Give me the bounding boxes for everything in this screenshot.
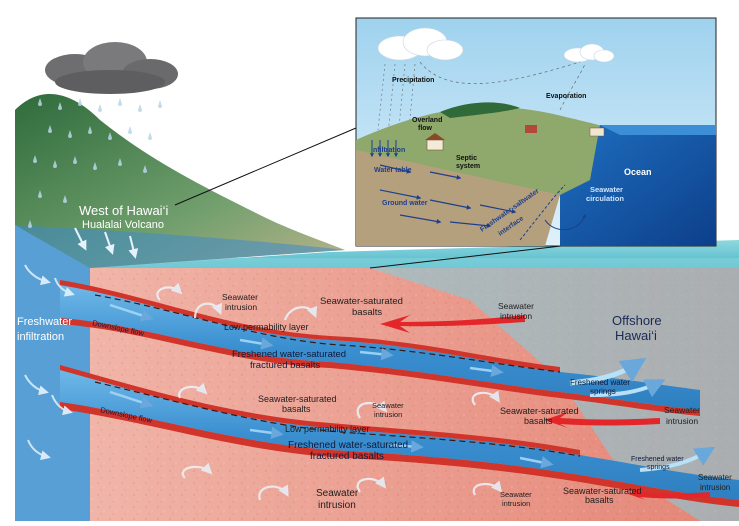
spring-arrow-2 [589,379,666,398]
freshwater-label-2: infiltration [17,331,64,343]
inset-sw-circ-1: Seawater [590,185,623,194]
offshore-label-2: Hawai‘i [615,328,657,343]
low-perm-layer-lower [94,381,581,457]
label-intrusion-4: intrusion [666,416,698,426]
label-springs-1a: Freshened water [570,378,630,387]
label-sw-sat-3: Seawater-saturated [500,406,579,416]
label-springs-2b: springs [647,464,670,471]
inset-septic-1: Septic [456,155,477,162]
inset-precipitation: Precipitation [392,77,434,84]
seawater-intrusion-arrow-2 [544,412,660,428]
label-low-perm-1: Low permability layer [224,322,309,332]
inset-evaporation: Evaporation [546,93,586,100]
label-seawater-4: Seawater [664,405,700,415]
spring-arrow-1 [569,357,647,386]
label-seawater-7: Seawater [698,473,732,482]
inset-overland-1: Overland [412,117,442,124]
offshore-water [370,268,739,521]
label-intrusion-5: intrusion [318,500,356,511]
label-basalts-4: basalts [585,495,614,505]
inset-cloud-left-icon [377,27,464,61]
inset-infiltration: Infiltration [371,147,405,154]
label-freshened-1: Freshened water-saturated [232,349,346,360]
rain-drops [28,98,162,228]
label-basalts-1: basalts [352,307,382,318]
inset-septic-2: system [456,163,480,170]
inset-diagram [355,17,717,247]
freshwater-label-1: Freshwater [17,316,72,328]
hualalai-volcano-hill [15,93,345,269]
inset-ground-water: Ground water [382,200,428,207]
label-fractured-2: fractured basalts [310,451,384,462]
label-intrusion-3: intrusion [374,410,402,419]
label-sw-sat-1: Seawater-saturated [320,296,403,307]
spring-arrow-3 [639,446,716,472]
label-basalts-2: basalts [282,404,311,414]
inset-cloud-right-icon [563,43,615,63]
label-intrusion-2: intrusion [500,311,532,321]
label-seawater-5: Seawater [316,488,359,499]
west-subtitle: Hualalai Volcano [82,219,164,231]
label-springs-2a: Freshened water [631,456,684,463]
label-freshened-2: Freshened water-saturated [288,440,408,451]
label-intrusion-7: intrusion [700,483,730,492]
inset-ocean: Ocean [624,167,652,177]
inset-overland-2: flow [418,125,433,132]
circulation-arrows [156,282,503,501]
callout-line-1 [174,127,357,206]
rain-cloud-icon [45,42,178,94]
label-sw-sat-4: Seawater-saturated [563,486,642,496]
label-seawater-2: Seawater [498,301,534,311]
label-sw-sat-2: Seawater-saturated [258,394,337,404]
upper-aquifer [60,285,700,410]
inset-water-table: Water table [374,167,412,174]
west-title: West of Hawai‘i [79,203,168,218]
label-basalts-3: basalts [524,416,553,426]
label-intrusion-1: intrusion [225,302,257,312]
lower-aquifer [60,370,739,500]
label-intrusion-6: intrusion [502,499,530,508]
label-seawater-6: Seawater [500,490,532,499]
label-seawater-1: Seawater [222,292,258,302]
seawater-intrusion-arrow-1 [380,315,525,333]
label-fractured-1: fractured basalts [250,360,320,371]
septic-house-icon [426,139,444,151]
low-perm-layer-upper [94,294,561,373]
infiltration-arrows [24,264,75,461]
inset-sw-circ-2: circulation [586,194,624,203]
seawater-intrusion-arrow-3 [628,487,710,500]
label-low-perm-2: Low permability layer [285,424,370,434]
label-springs-1b: springs [590,387,616,396]
offshore-label-1: Offshore [612,313,662,328]
aquifer-flow-arrows [109,303,554,469]
label-seawater-3: Seawater [372,401,404,410]
